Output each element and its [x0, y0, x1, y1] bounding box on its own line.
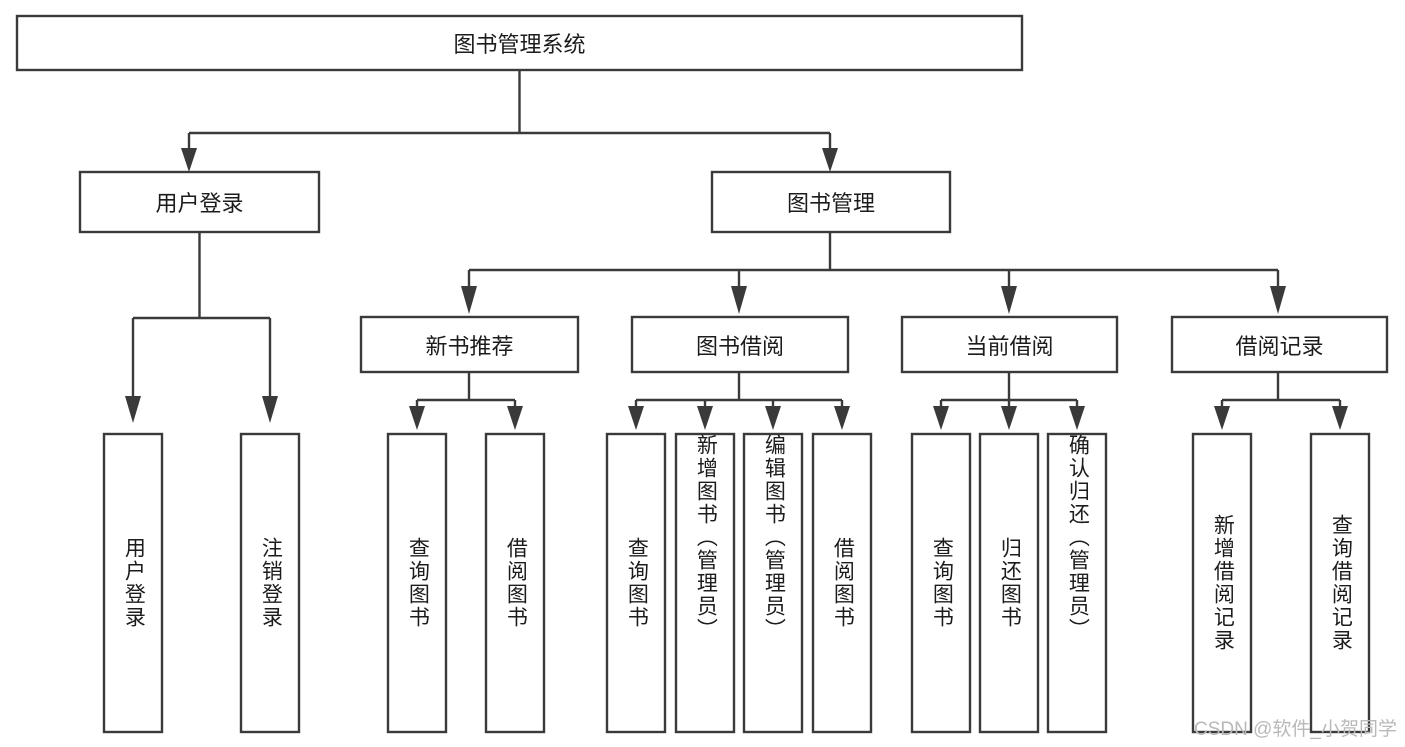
node-user-login[interactable]	[78, 170, 321, 234]
leaf-add-borrow-record[interactable]	[1191, 432, 1253, 734]
leaf-query-book-current[interactable]	[910, 432, 972, 734]
leaf-logout-login[interactable]	[239, 432, 301, 734]
node-book-management[interactable]	[710, 170, 952, 234]
leaf-edit-book-admin[interactable]	[742, 432, 804, 734]
node-borrow-record[interactable]	[1170, 315, 1389, 374]
connector-newbook-to-leaves	[409, 372, 523, 430]
connector-bookborrow-to-leaves	[628, 372, 850, 430]
node-book-borrow[interactable]	[630, 315, 850, 374]
connector-userlogin-to-leaves	[125, 232, 278, 423]
leaf-return-book[interactable]	[978, 432, 1040, 734]
connector-currentborrow-to-leaves	[933, 372, 1085, 430]
leaf-query-borrow-record[interactable]	[1309, 432, 1371, 734]
leaf-query-book-borrow[interactable]	[605, 432, 667, 734]
node-root-system[interactable]	[15, 14, 1024, 72]
leaf-borrow-book-borrow[interactable]	[811, 432, 873, 734]
node-current-borrow[interactable]	[900, 315, 1119, 374]
connector-borrowrecord-to-leaves	[1214, 372, 1348, 430]
leaf-add-book-admin[interactable]	[674, 432, 736, 734]
leaf-query-book-newbook[interactable]	[386, 432, 448, 734]
connector-root-to-level2	[181, 70, 838, 172]
leaf-borrow-book-newbook[interactable]	[484, 432, 546, 734]
connector-bookmgmt-to-level3	[461, 232, 1286, 314]
leaf-user-login[interactable]	[102, 432, 164, 734]
leaf-confirm-return-admin[interactable]	[1046, 432, 1108, 734]
node-new-book-recommend[interactable]	[359, 315, 580, 374]
